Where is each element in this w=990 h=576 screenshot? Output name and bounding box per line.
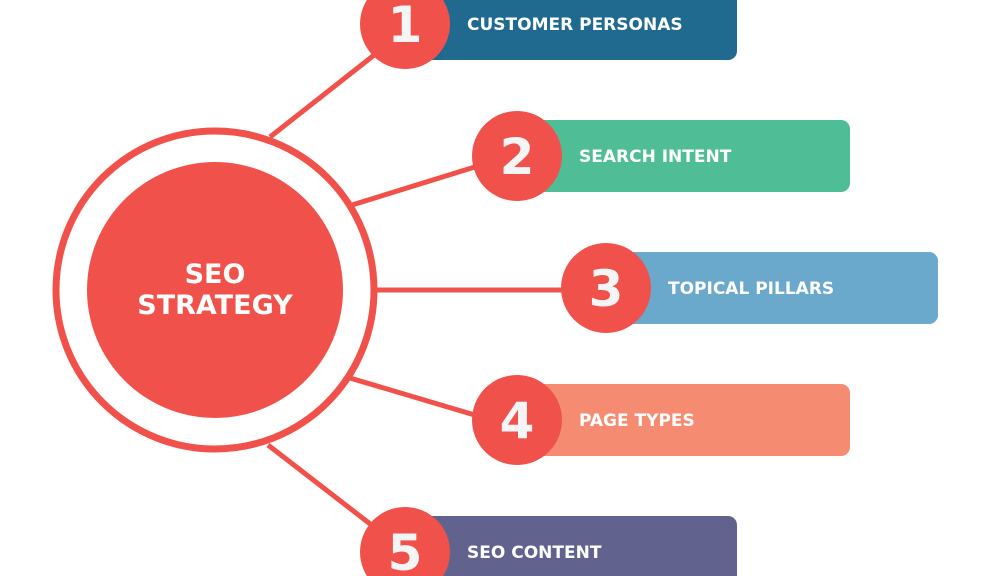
- step-number: 2: [500, 128, 535, 186]
- step-bar: [517, 120, 850, 192]
- step-item-1: 1 CUSTOMER PERSONAS: [360, 0, 737, 69]
- center-title-line1: SEO: [185, 259, 246, 290]
- center-title-line2: STRATEGY: [137, 290, 293, 321]
- step-item-3: 3 TOPICAL PILLARS: [561, 243, 938, 333]
- center-circle: [87, 162, 343, 418]
- step-item-2: 2 SEARCH INTENT: [472, 111, 850, 201]
- connector-2: [351, 163, 479, 208]
- step-label: TOPICAL PILLARS: [668, 279, 834, 299]
- step-number-badge: [472, 375, 562, 465]
- step-label: SEO CONTENT: [467, 543, 602, 563]
- step-bar: [405, 516, 737, 576]
- step-number: 3: [589, 260, 624, 318]
- step-number-badge: [472, 111, 562, 201]
- step-number-badge: [561, 243, 651, 333]
- step-number: 5: [388, 524, 423, 576]
- step-item-5: 5 SEO CONTENT: [360, 507, 737, 576]
- step-number: 1: [388, 0, 423, 54]
- step-item-4: 4 PAGE TYPES: [472, 375, 850, 465]
- connector-lines: [266, 50, 565, 532]
- step-label: PAGE TYPES: [579, 411, 695, 431]
- step-label: SEARCH INTENT: [579, 147, 732, 167]
- step-number: 4: [500, 392, 535, 450]
- step-bar: [405, 0, 737, 60]
- connector-1: [268, 50, 380, 139]
- connector-4: [349, 375, 479, 419]
- step-bar: [517, 384, 850, 456]
- connector-5: [266, 443, 380, 532]
- step-bar: [606, 252, 938, 324]
- step-number-badge: [360, 0, 450, 69]
- step-label: CUSTOMER PERSONAS: [467, 15, 683, 35]
- step-number-badge: [360, 507, 450, 576]
